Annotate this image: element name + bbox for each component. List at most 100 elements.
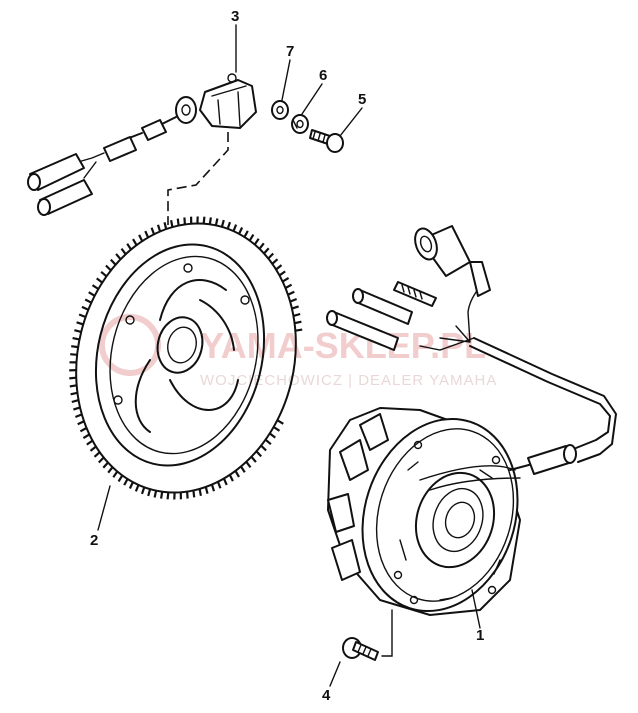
gear-tooth [204, 486, 209, 494]
gear-tooth [69, 384, 77, 388]
gear-tooth [91, 284, 99, 290]
gear-tooth [282, 276, 290, 283]
gear-tooth [123, 478, 129, 486]
gear-tooth [271, 258, 279, 265]
gear-tooth [102, 461, 109, 469]
callout-5: 5 [358, 91, 366, 108]
gear-tooth [238, 227, 244, 235]
flywheel-rotor [69, 216, 303, 500]
gear-tooth [134, 484, 140, 492]
gear-tooth [248, 234, 255, 242]
gear-tooth [287, 290, 295, 296]
pulser-screw [309, 129, 344, 153]
watermark-sub: WOJCIECHOWICZ | DEALER YAMAHA [200, 372, 497, 389]
watermark: YAMA-SKLEP.PL WOJCIECHOWICZ | DEALER YAM… [99, 314, 497, 389]
gear-tooth [144, 230, 150, 238]
leader-lines [235, 24, 363, 137]
gear-tooth [126, 243, 132, 251]
gear-tooth [98, 456, 105, 464]
gear-tooth [289, 297, 298, 303]
gear-tooth [82, 433, 90, 440]
gear-tooth [74, 329, 82, 333]
gear-tooth [220, 219, 225, 228]
gear-tooth [284, 283, 293, 289]
gear-tooth [120, 247, 127, 255]
gear-tooth [138, 234, 144, 242]
gear-tooth [243, 230, 249, 238]
gear-tooth [295, 328, 303, 332]
gear-tooth [89, 445, 97, 452]
gear-tooth [263, 247, 270, 255]
gear-tooth [275, 264, 283, 271]
gear-tooth [79, 427, 88, 433]
gear-tooth [70, 353, 78, 356]
gear-tooth [69, 376, 77, 380]
gear-tooth [105, 264, 112, 272]
main-leaders [97, 485, 481, 687]
callout-1: 1 [476, 627, 484, 644]
gear-tooth [71, 399, 79, 404]
gear-tooth [208, 217, 212, 225]
callout-6: 6 [319, 67, 327, 84]
gear-tooth [84, 298, 92, 304]
gear-tooth [70, 391, 78, 396]
pulser-coil [27, 73, 257, 225]
callouts: 1 2 3 4 5 6 7 [90, 8, 484, 704]
gear-tooth [132, 238, 138, 246]
gear-tooth [96, 277, 103, 284]
gear-tooth [264, 438, 272, 446]
gear-tooth [81, 305, 89, 311]
gear-tooth [228, 474, 234, 482]
gear-tooth [222, 478, 228, 486]
stator-assembly [327, 407, 521, 616]
gear-tooth [198, 488, 202, 497]
gear-tooth [76, 321, 84, 326]
gear-tooth [240, 465, 246, 473]
gear-tooth [109, 258, 117, 266]
gear-tooth [153, 490, 158, 498]
gear-tooth [293, 312, 301, 317]
gear-tooth [140, 486, 146, 495]
gear-tooth [273, 426, 281, 432]
gear-tooth [258, 242, 265, 250]
lock-washer [291, 114, 309, 134]
gear-tooth [186, 491, 189, 499]
stator-screw [342, 609, 393, 661]
gear-tooth [183, 217, 186, 225]
gear-tooth [150, 227, 156, 235]
gear-tooth [278, 270, 286, 277]
gear-tooth [216, 481, 222, 489]
gear-tooth [74, 413, 83, 419]
gear-tooth [276, 419, 284, 425]
callout-2: 2 [90, 532, 98, 549]
gear-tooth [147, 488, 152, 497]
gear-tooth [77, 420, 85, 426]
gear-tooth [260, 444, 267, 452]
gear-tooth [214, 218, 219, 226]
watermark-main: YAMA-SKLEP.PL [200, 325, 486, 366]
gear-tooth [232, 224, 238, 232]
callout-3: 3 [231, 8, 239, 25]
gear-tooth [250, 455, 257, 463]
gear-tooth [107, 466, 114, 474]
wire-harness [326, 225, 617, 475]
gear-tooth [160, 491, 164, 499]
gear-tooth [86, 439, 94, 446]
gear-tooth [253, 238, 260, 246]
gear-tooth [115, 253, 122, 261]
callout-4: 4 [322, 687, 331, 704]
gear-tooth [176, 218, 180, 226]
gear-tooth [166, 492, 170, 500]
gear-tooth [100, 270, 108, 278]
gear-tooth [93, 451, 101, 458]
gear-tooth [192, 490, 196, 498]
gear-tooth [267, 252, 274, 260]
gear-tooth [88, 291, 96, 297]
gear-tooth [210, 484, 216, 492]
gear-tooth [71, 345, 79, 349]
ring-gear-teeth [69, 216, 303, 500]
gear-tooth [269, 432, 276, 439]
plain-washer [271, 100, 289, 120]
gear-tooth [245, 461, 252, 469]
